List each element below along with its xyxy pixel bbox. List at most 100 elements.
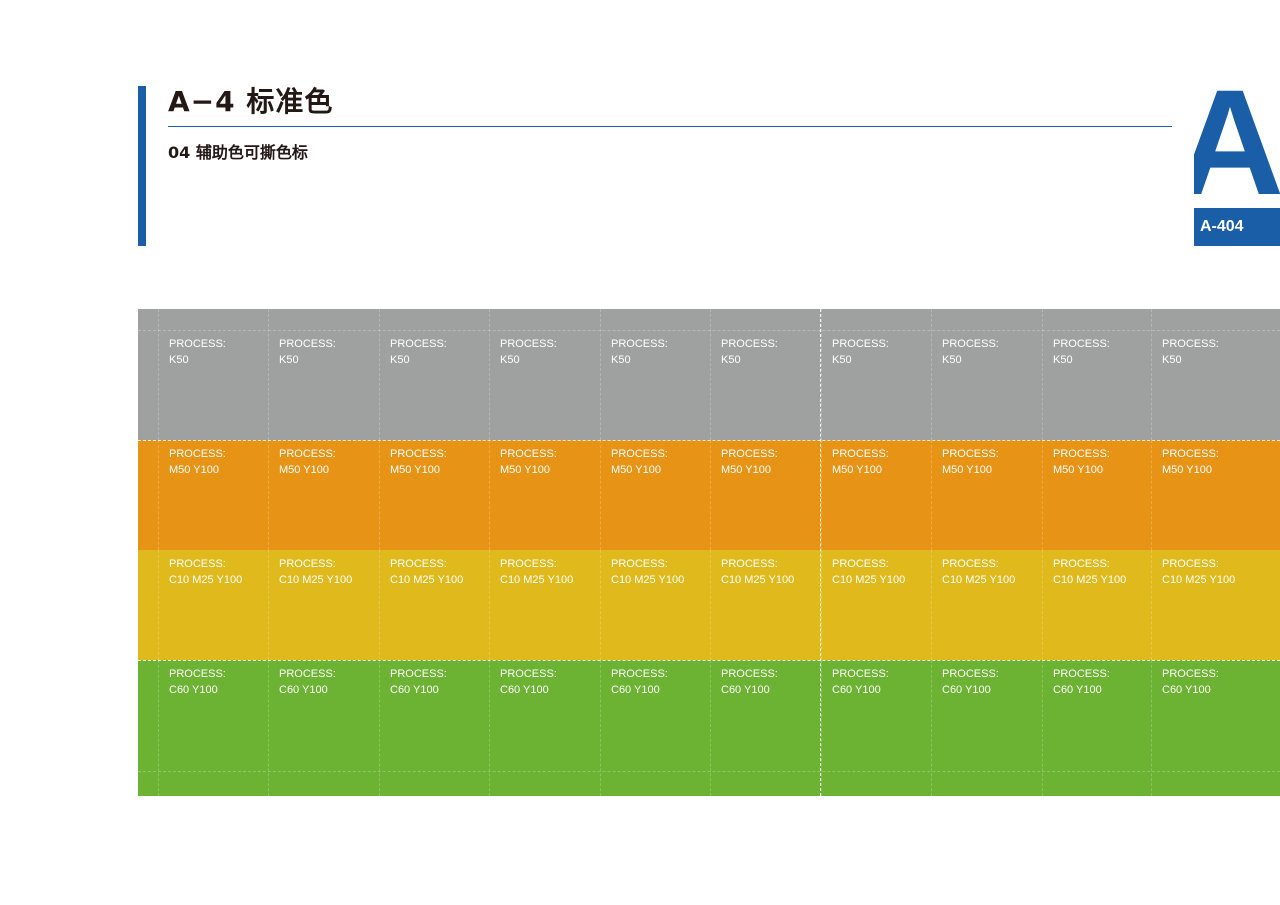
swatch-label-process: PROCESS: — [832, 338, 889, 350]
swatch-cell[interactable]: PROCESS:M50 Y100 — [1042, 440, 1152, 550]
swatch-cell[interactable]: PROCESS:M50 Y100 — [268, 440, 378, 550]
swatch-label: PROCESS:K50 — [500, 336, 557, 368]
page-subtitle: 04 辅助色可撕色标 — [168, 143, 308, 162]
perforation-line — [138, 440, 1280, 441]
swatch-label-process: PROCESS: — [721, 668, 778, 680]
swatch-label-values: M50 Y100 — [611, 464, 661, 476]
swatch-label: PROCESS:K50 — [169, 336, 226, 368]
swatch-label-process: PROCESS: — [1053, 558, 1110, 570]
swatch-label-process: PROCESS: — [500, 558, 557, 570]
swatch-cell[interactable]: PROCESS:K50 — [821, 309, 931, 440]
swatch-label-values: K50 — [1162, 354, 1182, 366]
guide-line — [138, 771, 1280, 772]
swatch-label: PROCESS:C60 Y100 — [279, 666, 336, 698]
swatch-cell[interactable]: PROCESS:C60 Y100 — [1151, 660, 1261, 796]
swatch-label-values: C60 Y100 — [390, 684, 439, 696]
swatch-label: PROCESS:M50 Y100 — [721, 446, 778, 478]
swatch-cell[interactable]: PROCESS:M50 Y100 — [821, 440, 931, 550]
swatch-label: PROCESS:C10 M25 Y100 — [390, 556, 463, 588]
swatch-cell[interactable]: PROCESS:K50 — [600, 309, 710, 440]
swatch-cell[interactable]: PROCESS:M50 Y100 — [158, 440, 268, 550]
swatch-label: PROCESS:C60 Y100 — [1162, 666, 1219, 698]
swatch-label-process: PROCESS: — [1162, 448, 1219, 460]
swatch-label-values: K50 — [611, 354, 631, 366]
swatch-cell[interactable]: PROCESS:C10 M25 Y100 — [379, 550, 489, 660]
swatch-cell[interactable]: PROCESS:K50 — [931, 309, 1041, 440]
swatch-label-process: PROCESS: — [1053, 338, 1110, 350]
swatch-cell[interactable]: PROCESS:C10 M25 Y100 — [821, 550, 931, 660]
swatch-label-process: PROCESS: — [390, 558, 447, 570]
swatch-label: PROCESS:C10 M25 Y100 — [500, 556, 573, 588]
swatch-label-values: C60 Y100 — [721, 684, 770, 696]
swatch-label-process: PROCESS: — [611, 448, 668, 460]
swatch-cell[interactable]: PROCESS:C10 M25 Y100 — [489, 550, 599, 660]
swatch-cell[interactable]: PROCESS:C10 M25 Y100 — [1042, 550, 1152, 660]
swatch-label: PROCESS:M50 Y100 — [1053, 446, 1110, 478]
swatch-cell[interactable]: PROCESS:C10 M25 Y100 — [600, 550, 710, 660]
swatch-cell[interactable]: PROCESS: C60 Y100 — [710, 660, 820, 796]
swatch-band: PROCESS: C60 Y100 PROCESS: C60 Y100 PROCESS:… — [138, 660, 1280, 796]
swatch-cell[interactable]: PROCESS:K50 — [268, 309, 378, 440]
swatch-label-process: PROCESS: — [1053, 668, 1110, 680]
swatch-label-process: PROCESS: — [1162, 338, 1219, 350]
swatch-cell[interactable]: PROCESS:C10 M25 Y100 — [158, 550, 268, 660]
swatch-label: PROCESS:C10 M25 Y100 — [832, 556, 905, 588]
swatch-label-values: C10 M25 Y100 — [611, 574, 685, 586]
swatch-label: PROCESS:M50 Y100 — [832, 446, 889, 478]
swatch-cell[interactable]: PROCESS:K50 — [710, 309, 820, 440]
swatch-cell[interactable]: PROCESS:K50 — [1042, 309, 1152, 440]
swatch-cell[interactable]: PROCESS:M50 Y100 — [710, 440, 820, 550]
swatch-label: PROCESS:K50 — [390, 336, 447, 368]
swatch-cell[interactable]: PROCESS:K50 — [379, 309, 489, 440]
swatch-label: PROCESS:C60 Y100 — [1053, 666, 1110, 698]
swatch-label-values: C60 Y100 — [169, 684, 218, 696]
swatch-label-process: PROCESS: — [390, 448, 447, 460]
swatch-cell[interactable]: PROCESS:C60 Y100 — [821, 660, 931, 796]
swatch-label-values: C10 M25 Y100 — [279, 574, 353, 586]
swatch-cell[interactable]: PROCESS:C60 Y100 — [489, 660, 599, 796]
swatch-label-values: C60 Y100 — [611, 684, 660, 696]
swatch-label: PROCESS:K50 — [279, 336, 336, 368]
swatch-label-process: PROCESS: — [279, 448, 336, 460]
swatch-cell[interactable]: PROCESS:K50 — [489, 309, 599, 440]
swatch-label: PROCESS:C10 M25 Y100 — [279, 556, 352, 588]
badge-code: A-404 — [1194, 208, 1280, 246]
swatch-label-process: PROCESS: — [942, 338, 999, 350]
swatch-cell[interactable]: PROCESS: C60 Y100 — [600, 660, 710, 796]
swatch-cell[interactable]: PROCESS:C10 M25 Y100 — [931, 550, 1041, 660]
swatch-cell[interactable]: PROCESS:C10 M25 Y100 — [268, 550, 378, 660]
swatch-cell[interactable]: PROCESS: M50 Y100 — [600, 440, 710, 550]
swatch-cell[interactable]: PROCESS:K50 — [158, 309, 268, 440]
swatch-label: PROCESS:C10 M25 Y100 — [942, 556, 1015, 588]
swatch-label-values: C10 M25 Y100 — [721, 574, 795, 586]
swatch-label-values: M50 Y100 — [390, 464, 440, 476]
swatch-label: PROCESS:C10 M25 Y100 — [611, 556, 684, 588]
swatch-cell[interactable]: PROCESS: K50 — [1151, 309, 1261, 440]
swatch-cell[interactable]: PROCESS:C60 Y100 — [158, 660, 268, 796]
swatch-cell[interactable]: PROCESS:C60 Y100 — [931, 660, 1041, 796]
swatch-label-values: M50 Y100 — [169, 464, 219, 476]
swatch-cell[interactable]: PROCESS:C10 M25 Y100 — [710, 550, 820, 660]
swatch-label: PROCESS:C10 M25 Y100 — [1053, 556, 1126, 588]
swatch-label-process: PROCESS: — [832, 448, 889, 460]
swatch-label: PROCESS:C60 Y100 — [390, 666, 447, 698]
swatch-label: PROCESS: C60 Y100 — [721, 666, 778, 698]
swatch-cell[interactable]: PROCESS:C10 M25 Y100 — [1151, 550, 1261, 660]
swatch-label: PROCESS:C60 Y100 — [169, 666, 226, 698]
swatch-cell[interactable]: PROCESS:C60 Y100 — [268, 660, 378, 796]
swatch-cell[interactable]: PROCESS:M50 Y100 — [489, 440, 599, 550]
swatch-label-process: PROCESS: — [832, 668, 889, 680]
swatch-label-values: C10 M25 Y100 — [169, 574, 243, 586]
swatch-cell[interactable]: PROCESS:C60 Y100 — [379, 660, 489, 796]
section-badge: A A-404 — [1194, 86, 1280, 246]
swatch-label-process: PROCESS: — [500, 338, 557, 350]
swatch-cell[interactable]: PROCESS: M50 Y100 — [379, 440, 489, 550]
swatch-cell[interactable]: PROCESS:C60 Y100 — [1042, 660, 1152, 796]
swatch-label: PROCESS:C10 M25 Y100 — [169, 556, 242, 588]
swatch-cell[interactable]: PROCESS:M50 Y100 — [931, 440, 1041, 550]
swatch-label-process: PROCESS: — [611, 668, 668, 680]
swatch-label-process: PROCESS: — [832, 558, 889, 570]
swatch-cell[interactable]: PROCESS:M50 Y100 — [1151, 440, 1261, 550]
